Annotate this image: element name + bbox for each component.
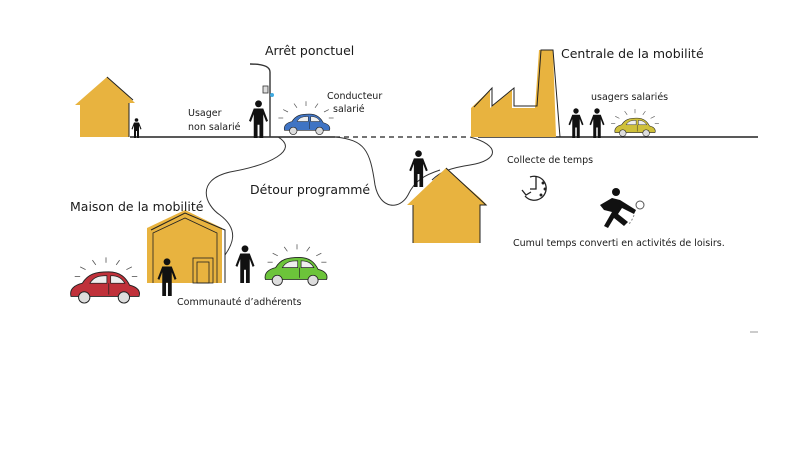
yellow-car-icon [614,117,656,137]
bus-stop-lamp-icon [249,63,274,137]
label-detour: Détour programmé [250,182,370,197]
label-collecte: Collecte de temps [507,155,593,166]
label-usagers-salaries: usagers salariés [591,92,668,103]
house-left [75,76,135,137]
label-maison: Maison de la mobilité [70,199,204,214]
red-car-icon [70,271,140,304]
house-middle [407,167,488,243]
person-icon [589,108,605,138]
clock-time-icon [521,175,547,201]
label-arret-ponctuel: Arrêt ponctuel [265,43,354,58]
label-non-salarie: non salarié [188,122,241,133]
maison-building [147,210,226,284]
person-icon [235,245,255,283]
football-player-icon [600,188,645,228]
blue-car-icon [283,113,331,135]
person-icon [409,150,428,187]
label-cumul: Cumul temps converti en activités de loi… [513,238,725,249]
person-icon [568,108,584,138]
green-car-icon [264,256,328,286]
label-conducteur: Conducteur [327,91,382,102]
label-centrale: Centrale de la mobilité [561,46,704,61]
label-salarie: salarié [333,104,365,115]
factory-icon [471,49,561,138]
label-usager: Usager [188,108,222,119]
person-icon [131,118,142,138]
label-communaute: Communauté d’adhérents [177,297,301,308]
person-icon [249,100,268,138]
